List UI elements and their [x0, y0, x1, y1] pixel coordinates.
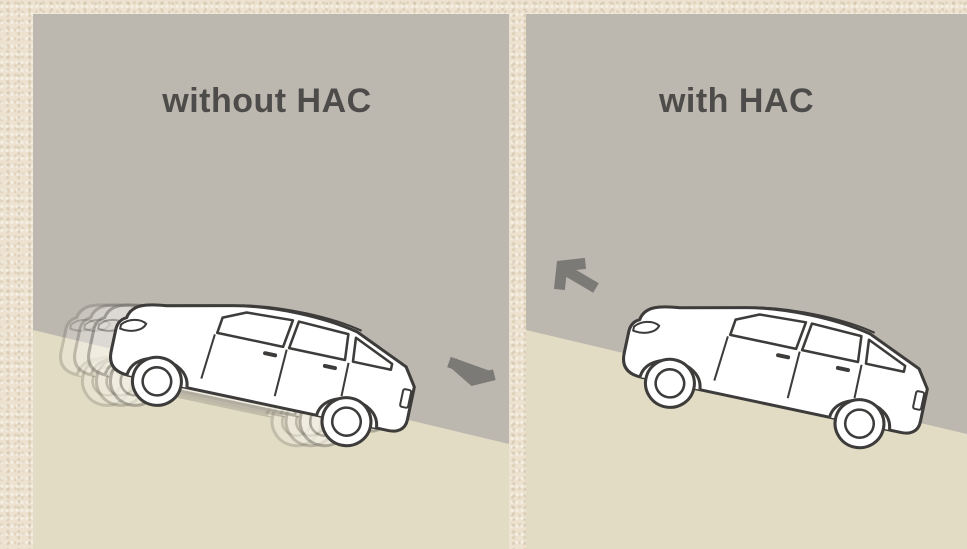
panel-with-hac: with HAC: [526, 14, 967, 549]
panel-title-with-hac: with HAC: [526, 82, 967, 121]
arrow-down-right-icon: [449, 362, 489, 380]
panel-title-without-hac: without HAC: [33, 82, 509, 121]
panel-without-hac: without HAC: [33, 14, 509, 549]
arrow-up-left-icon: [560, 264, 596, 288]
